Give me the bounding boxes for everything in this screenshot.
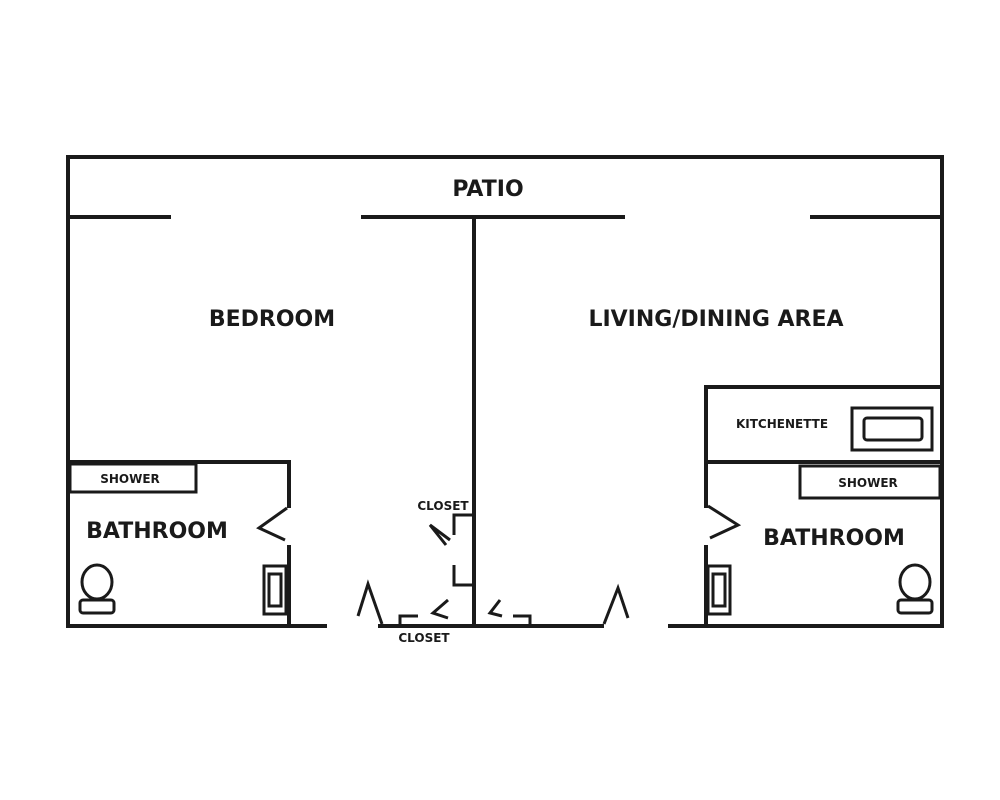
closet-lower-door-left: [430, 598, 449, 620]
right-bathroom: [704, 460, 942, 628]
bathroom-right-label: BATHROOM: [763, 526, 905, 551]
toilet-left-icon: [78, 563, 116, 615]
shower-left-label: SHOWER: [100, 472, 160, 486]
closet-lower-right-frame: [513, 614, 532, 626]
shower-right-box: [798, 464, 942, 500]
bathroom-right-door: [707, 504, 742, 540]
bedroom-entry-door: [356, 579, 384, 625]
outer-walls: [66, 155, 944, 628]
left-bathroom: [66, 460, 291, 628]
sink-left-icon: [262, 564, 288, 616]
closet-fixtures: [398, 513, 532, 626]
toilet-right-icon: [896, 563, 934, 615]
closet-mid-frame: [452, 565, 474, 587]
bedroom-label: BEDROOM: [209, 307, 335, 332]
living-dining-label: LIVING/DINING AREA: [588, 307, 843, 332]
shower-right-label: SHOWER: [838, 476, 898, 490]
kitchenette-label: KITCHENETTE: [736, 417, 828, 431]
closet-lower-left-frame: [398, 614, 418, 626]
closet-lower-door-right: [487, 599, 503, 618]
bathroom-left-door: [256, 506, 288, 542]
bathroom-left-label: BATHROOM: [86, 519, 228, 544]
closet-lower-label: CLOSET: [398, 631, 450, 645]
right-kitchenette: [704, 385, 944, 464]
closet-upper-label: CLOSET: [417, 499, 469, 513]
closet-upper-frame: [452, 513, 474, 535]
closet-upper-door: [428, 523, 451, 546]
living-entry-door: [602, 583, 630, 625]
shower-left-box: [68, 462, 198, 494]
kitchen-sink-icon: [850, 406, 934, 452]
patio-label: PATIO: [452, 177, 523, 202]
sink-right-icon: [706, 564, 732, 616]
